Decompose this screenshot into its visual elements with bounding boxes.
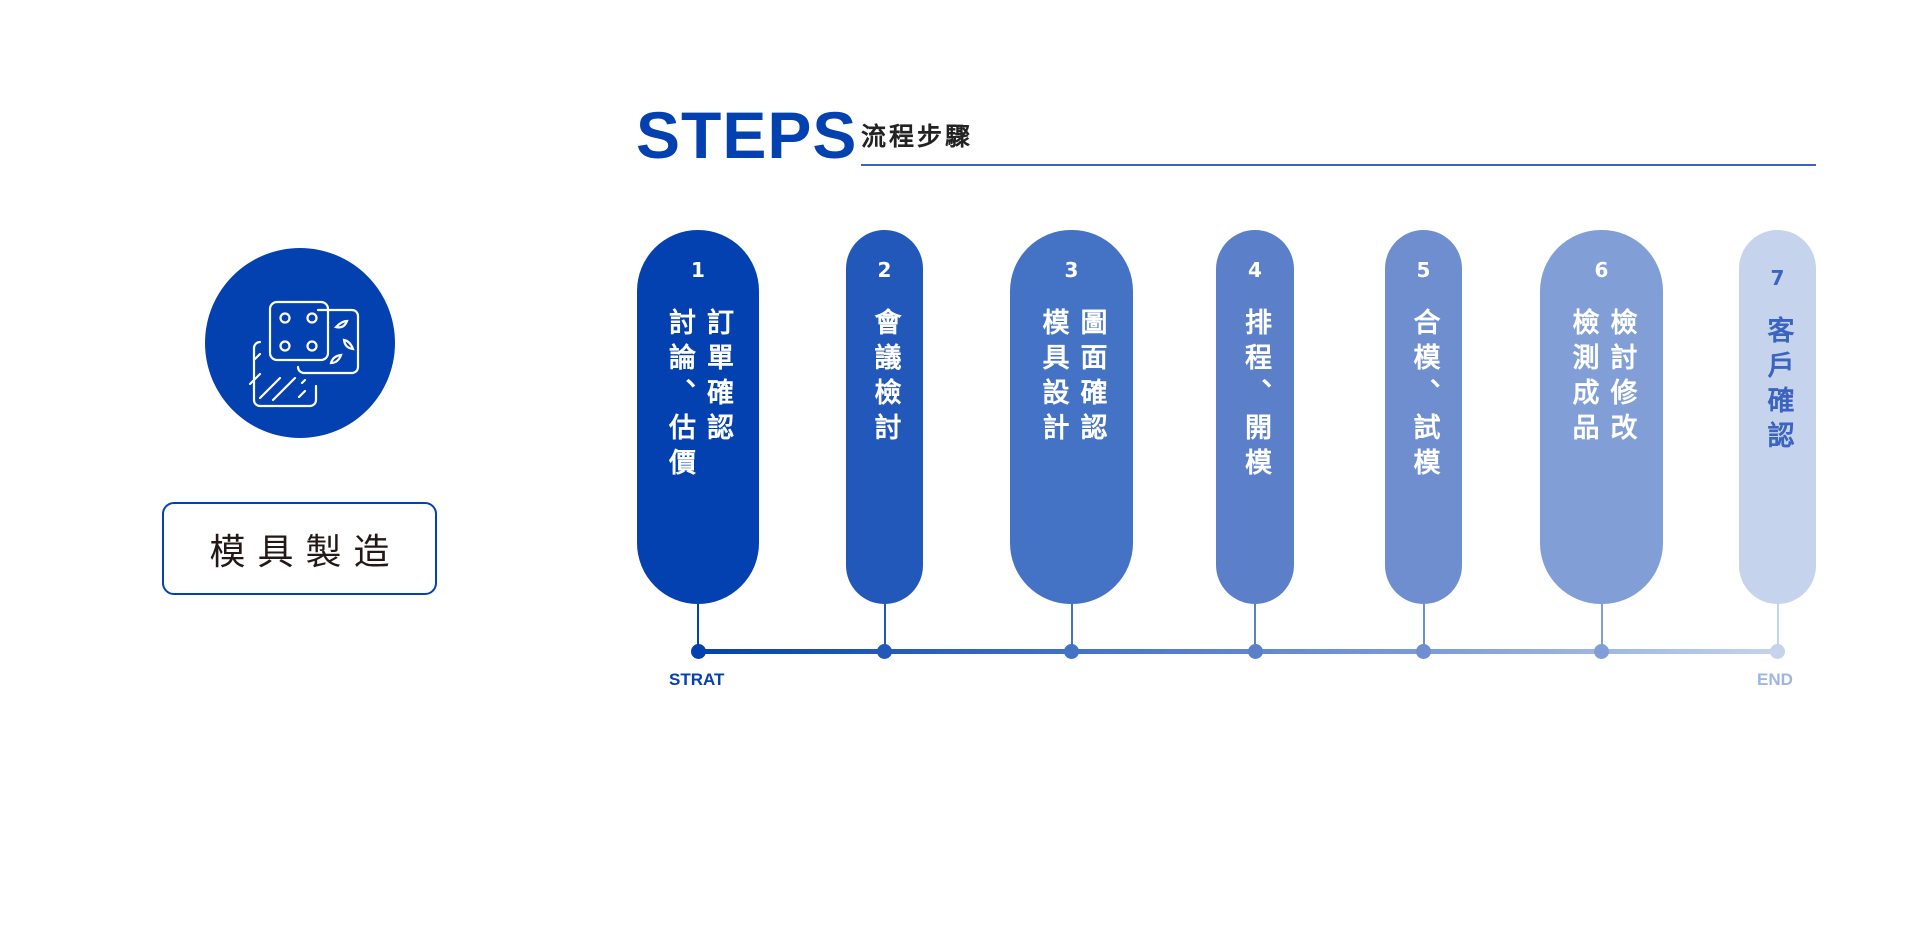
step-text-column: 圖面確認	[1075, 308, 1107, 448]
step-text-column: 合模、試模	[1408, 308, 1440, 483]
title-divider	[861, 164, 1816, 166]
step-text: 模具設計圖面確認	[1010, 308, 1133, 448]
step-text-column: 檢討修改	[1605, 308, 1637, 448]
step-text: 客戶確認	[1739, 316, 1816, 456]
step-text: 討論、估價訂單確認	[637, 308, 759, 483]
step-text-column: 會議檢討	[869, 308, 901, 448]
step-number: 5	[1416, 258, 1431, 282]
steps-title: STEPS	[636, 98, 858, 172]
step-4-pill: 4 排程、開模	[1216, 230, 1294, 604]
step-7-pill: 7 客戶確認	[1739, 230, 1816, 604]
step-1-pill: 1 討論、估價訂單確認	[637, 230, 759, 604]
dice-icon	[248, 300, 360, 408]
timeline-dot	[1770, 644, 1785, 659]
timeline-dot	[1064, 644, 1079, 659]
timeline-bar	[696, 649, 1778, 654]
step-number: 3	[1064, 258, 1079, 282]
step-text: 排程、開模	[1216, 308, 1294, 483]
step-text-column: 模具設計	[1037, 308, 1069, 448]
category-icon-badge	[205, 248, 395, 438]
timeline-dot	[877, 644, 892, 659]
steps-subtitle: 流程步驟	[861, 122, 974, 151]
step-text: 會議檢討	[846, 308, 923, 448]
timeline-end-label: END	[1757, 670, 1793, 689]
step-text-column: 檢測成品	[1567, 308, 1599, 448]
step-connector	[883, 604, 886, 651]
step-number: 1	[691, 258, 705, 282]
step-number: 7	[1770, 266, 1785, 290]
step-connector	[697, 604, 699, 651]
timeline-start-label: STRAT	[669, 670, 725, 689]
step-number: 2	[877, 258, 892, 282]
category-label: 模具製造	[209, 531, 402, 573]
step-connector	[1254, 604, 1256, 651]
step-text-column: 客戶確認	[1762, 316, 1794, 456]
step-connector	[1776, 604, 1779, 651]
step-text-column: 討論、估價	[664, 308, 695, 483]
step-number: 6	[1594, 258, 1609, 282]
step-connector	[1070, 604, 1073, 651]
step-3-pill: 3 模具設計圖面確認	[1010, 230, 1133, 604]
step-text-column: 訂單確認	[702, 308, 733, 448]
step-number: 4	[1248, 258, 1262, 282]
step-text: 檢測成品檢討修改	[1540, 308, 1663, 448]
timeline-dot	[1416, 644, 1431, 659]
timeline-dot	[1594, 644, 1609, 659]
step-2-pill: 2 會議檢討	[846, 230, 923, 604]
timeline-dot	[1247, 644, 1263, 659]
step-5-pill: 5 合模、試模	[1385, 230, 1462, 604]
category-label-box: 模具製造	[162, 502, 437, 595]
timeline-dot	[690, 644, 706, 659]
step-text-column: 排程、開模	[1240, 308, 1271, 483]
step-connector	[1422, 604, 1425, 651]
step-connector	[1600, 604, 1603, 651]
step-text: 合模、試模	[1385, 308, 1462, 483]
step-6-pill: 6 檢測成品檢討修改	[1540, 230, 1663, 604]
